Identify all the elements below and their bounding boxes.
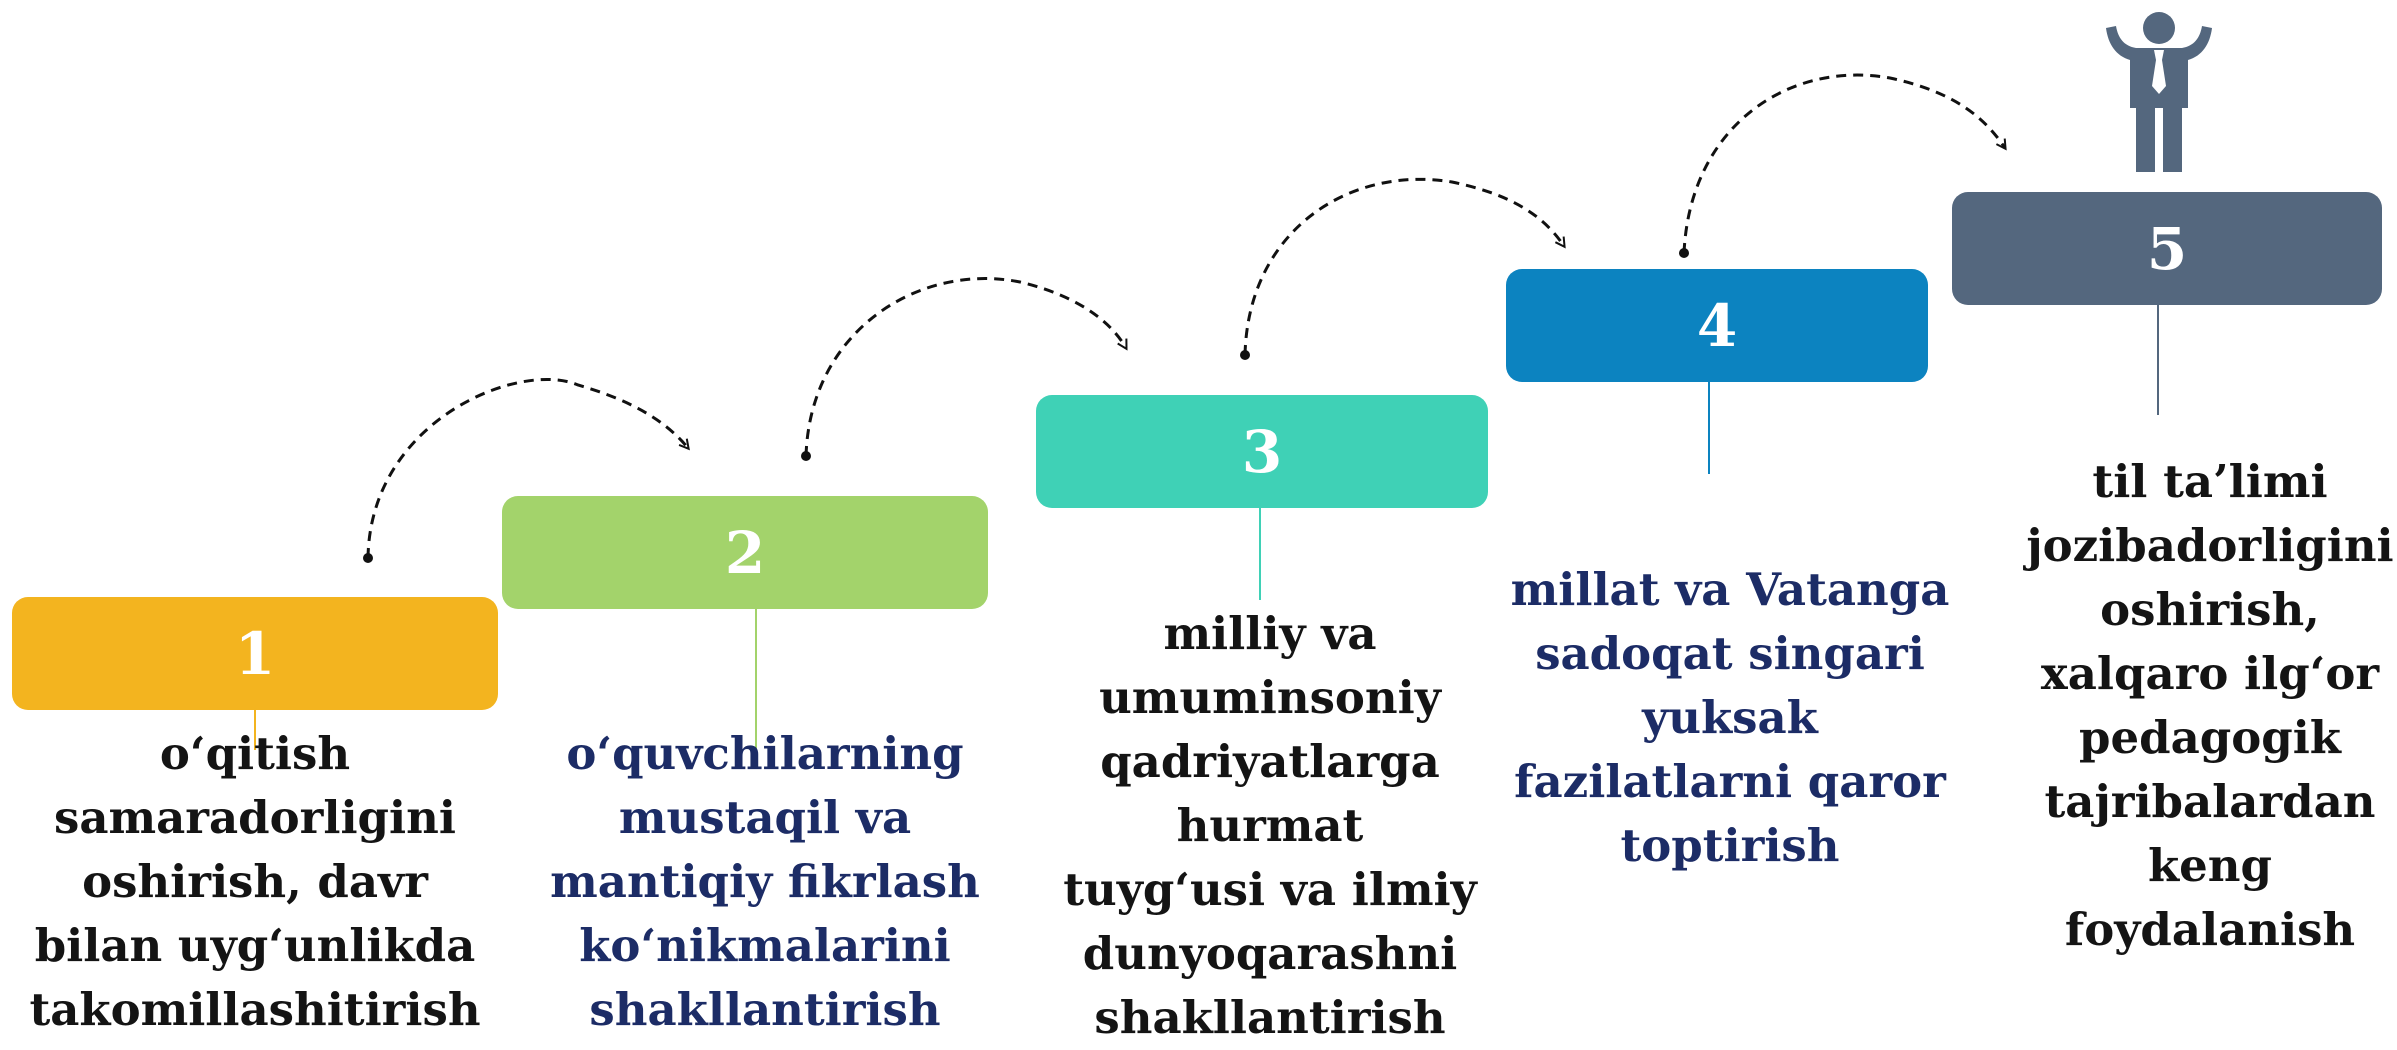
stem-3	[1259, 508, 1261, 600]
step-description-3: milliy va umuminsoniy qadriyatlarga hurm…	[1063, 607, 1477, 1044]
stem-2	[755, 609, 757, 749]
step-box-3: 3	[1036, 395, 1488, 508]
step-number-2: 2	[724, 518, 766, 587]
step-number-3: 3	[1241, 417, 1283, 486]
dashed-curved-arrow-icon	[801, 277, 1126, 461]
dashed-curved-arrow-icon	[1679, 73, 2005, 258]
step-description-5: til ta’limi jozibadorligini oshirish, xa…	[2026, 455, 2394, 956]
step-box-4: 4	[1506, 269, 1928, 382]
person-raising-arms-icon	[2106, 12, 2212, 172]
dashed-curved-arrow-icon	[1240, 177, 1564, 360]
step-number-1: 1	[234, 619, 276, 688]
step-number-4: 4	[1696, 291, 1738, 360]
step-description-4: millat va Vatanga sadoqat singari yuksak…	[1510, 563, 1950, 872]
step-box-5: 5	[1952, 192, 2382, 305]
stem-4	[1708, 382, 1710, 474]
step-description-1: o‘qitish samaradorligini oshirish, davr …	[29, 727, 481, 1036]
step-box-2: 2	[502, 496, 988, 609]
step-box-1: 1	[12, 597, 498, 710]
step-description-2: o‘quvchilarning mustaqil va mantiqiy fik…	[550, 727, 980, 1036]
step-number-5: 5	[2146, 214, 2188, 283]
stem-1	[254, 710, 256, 750]
dashed-curved-arrow-icon	[363, 377, 688, 563]
stem-5	[2157, 305, 2159, 415]
